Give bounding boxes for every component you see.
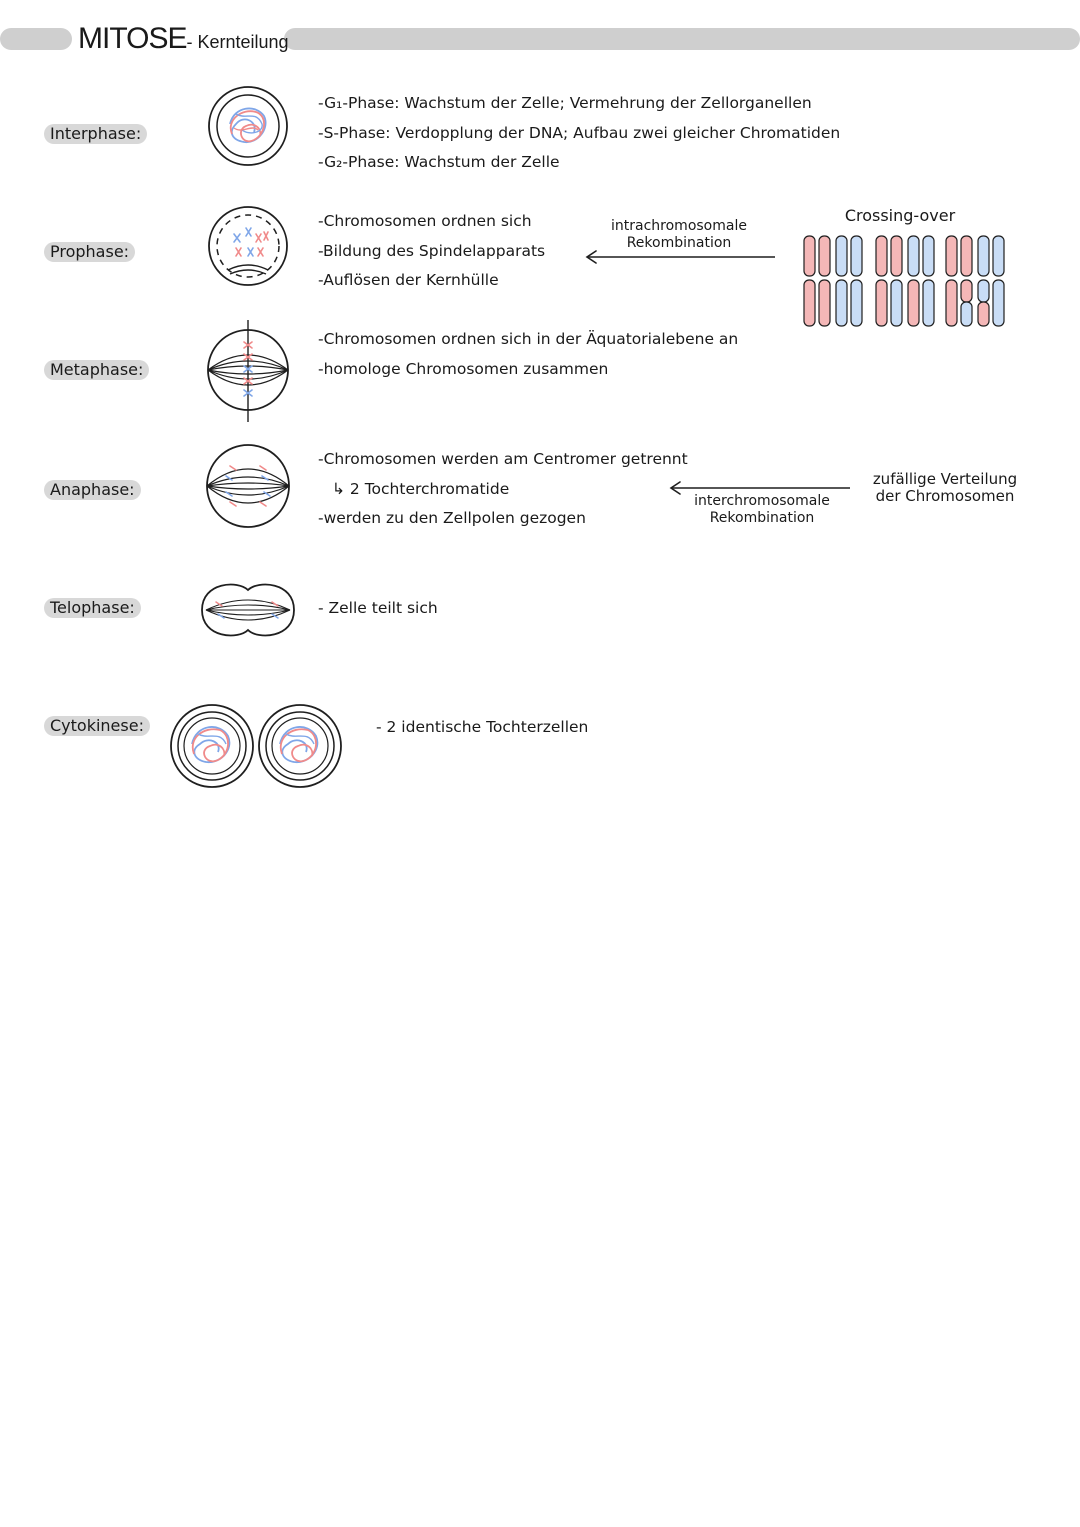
random-distribution-note: zufällige Verteilung der Chromosomen: [860, 471, 1030, 505]
header-bar-left: [0, 28, 72, 50]
phase-label-prophase: Prophase:: [44, 242, 136, 262]
phase-label-telophase: Telophase:: [44, 598, 141, 618]
inter-recombination-note: interchromosomale Rekombination: [680, 493, 844, 527]
prophase-line-2: -Bildung des Spindelapparats: [318, 242, 546, 260]
prophase-line-1: -Chromosomen ordnen sich: [318, 212, 532, 230]
random-note-line-2: der Chromosomen: [875, 487, 1015, 505]
arrow-inter-left-icon: [669, 481, 850, 495]
title-subtitle: - Kernteilung: [186, 32, 289, 52]
header-bar-right: [284, 28, 1080, 50]
anaphase-line-2: ↳ 2 Tochterchromatide: [332, 480, 510, 498]
inter-note-line-2: Rekombination: [709, 510, 815, 526]
inter-note-line-1: interchromosomale: [694, 493, 830, 509]
telophase-cell-icon: [201, 583, 295, 637]
metaphase-line-2: -homologe Chromosomen zusammen: [318, 360, 609, 378]
metaphase-cell-icon: [207, 320, 289, 422]
cytokinese-cell-left-icon: [170, 704, 254, 788]
phase-label-anaphase: Anaphase:: [44, 480, 141, 500]
interphase-line-2: -S-Phase: Verdopplung der DNA; Aufbau zw…: [318, 124, 841, 142]
anaphase-line-3: -werden zu den Zellpolen gezogen: [318, 509, 586, 527]
prophase-line-3: -Auflösen der Kernhülle: [318, 271, 499, 289]
cytokinese-line-1: - 2 identische Tochterzellen: [376, 718, 589, 736]
intra-note-line-1: intrachromosomale: [611, 218, 747, 234]
crossing-over-label: Crossing-over: [844, 206, 956, 225]
interphase-line-3: -G₂-Phase: Wachstum der Zelle: [318, 153, 560, 171]
phase-label-interphase: Interphase:: [44, 124, 148, 144]
crossing-over-chromosomes-icon: [803, 235, 1005, 327]
random-note-line-1: zufällige Verteilung: [872, 470, 1018, 488]
arrow-intra-left-icon: [585, 250, 775, 264]
intra-note-line-2: Rekombination: [626, 235, 732, 251]
anaphase-line-1: -Chromosomen werden am Centromer getrenn…: [318, 450, 688, 468]
phase-label-metaphase: Metaphase:: [44, 360, 150, 380]
intra-recombination-note: intrachromosomale Rekombination: [596, 218, 762, 252]
cytokinese-cell-right-icon: [258, 704, 342, 788]
telophase-line-1: - Zelle teilt sich: [318, 599, 438, 617]
anaphase-cell-icon: [206, 444, 290, 528]
page-title: MITOSE- Kernteilung: [78, 22, 289, 56]
interphase-line-1: -G₁-Phase: Wachstum der Zelle; Vermehrun…: [318, 94, 812, 112]
phase-label-cytokinese: Cytokinese:: [44, 716, 150, 736]
interphase-cell-icon: [208, 86, 288, 166]
metaphase-line-1: -Chromosomen ordnen sich in der Äquatori…: [318, 330, 739, 348]
title-main: MITOSE: [78, 22, 187, 55]
prophase-cell-icon: [208, 206, 288, 286]
